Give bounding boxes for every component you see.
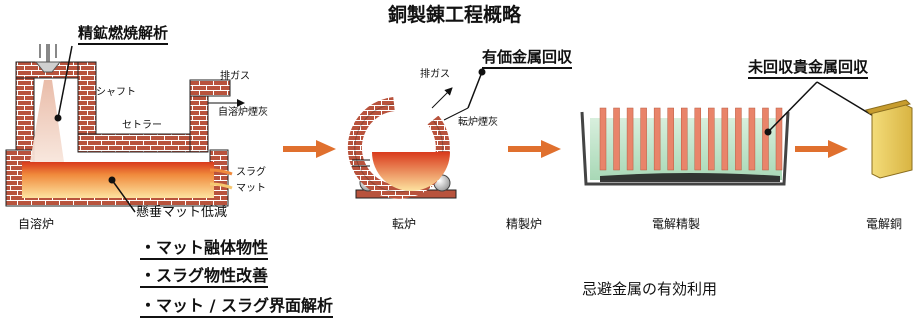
label-matte: マット: [236, 183, 266, 194]
callout-suspended-matte: 懸垂マット低減: [136, 205, 228, 220]
converter-offgas-arrow: [431, 87, 453, 109]
electrolysis-tank: [580, 107, 790, 186]
process-refining: 精製炉: [506, 217, 543, 231]
callout-line-valuable: [467, 71, 483, 109]
callout-dot-valuable: [478, 68, 486, 76]
flow-arrow-3: [795, 140, 848, 158]
callout-precious-metal: 未回収貴金属回収: [748, 60, 869, 79]
electrode-plate: [680, 107, 688, 171]
callout-valuable-metal: 有価金属回収: [482, 50, 573, 69]
callout-dot-smelt: [54, 114, 62, 122]
callout-line-precious-left: [767, 81, 818, 133]
flow-arrows: [283, 140, 848, 158]
callout-line-matte: [111, 179, 136, 213]
label-flue-dust: 自溶炉煙灰: [218, 107, 268, 118]
bullet-slag-properties: ・スラグ物性改善: [140, 268, 269, 288]
anode-slime: [600, 173, 780, 182]
concentrate-plume: [30, 80, 64, 162]
electrode-plate: [708, 107, 715, 171]
label-shaft: シャフト: [96, 87, 136, 98]
burner-nozzle: [34, 61, 62, 73]
cathode-copper: [865, 99, 913, 179]
process-cathode: 電解銅: [866, 217, 903, 231]
burner-pipe: [46, 44, 50, 66]
molten-bath: [22, 162, 214, 198]
electrode-plate: [667, 107, 674, 171]
converter: [347, 87, 469, 199]
flow-arrow-2: [508, 140, 561, 158]
bullet-matte-properties: ・マット融体物性: [140, 240, 269, 260]
label-slag: スラグ: [236, 167, 266, 178]
uptake-top: [189, 79, 231, 97]
electrodes: [599, 107, 783, 171]
electrode-plate: [626, 107, 634, 171]
process-converter: 転炉: [392, 217, 417, 231]
cathode-bar: [865, 99, 911, 115]
callout-dot-precious: [764, 128, 772, 136]
label-converter-offgas: 排ガス: [420, 69, 450, 80]
label-converter-dust: 転炉煙灰: [458, 117, 498, 128]
electrode-plate: [748, 107, 756, 171]
process-electrolysis: 電解精製: [652, 217, 701, 231]
electrode-plate: [721, 107, 729, 171]
electrode-plate: [599, 107, 607, 171]
electrode-plate: [613, 107, 620, 171]
cathode-sheet: [871, 103, 913, 179]
converter-dust-line: [443, 107, 469, 121]
electrode-plate: [775, 107, 783, 171]
flash-furnace: [5, 44, 233, 207]
tank-wall: [580, 111, 790, 186]
label-settler: セトラー: [122, 120, 162, 131]
bullet-interface-analysis: ・マット / スラグ界面解析: [140, 298, 333, 318]
converter-bath: [372, 152, 450, 191]
electrode-plate: [694, 107, 702, 171]
page-title: 銅製錬工程概略: [388, 4, 522, 26]
process-flash-furnace: 自溶炉: [18, 217, 55, 231]
callout-harmful-metal: 忌避金属の有効利用: [582, 280, 718, 298]
electrode-plate: [762, 107, 769, 171]
electrode-plate: [640, 107, 647, 171]
callout-dot-matte: [108, 176, 116, 184]
electrode-plate: [735, 107, 742, 171]
callout-line-smelt: [57, 45, 73, 119]
settler-roof: [77, 133, 209, 153]
callout-smelt: 精鉱燃焼解析: [78, 26, 169, 45]
label-offgas: 排ガス: [220, 71, 250, 82]
electrode-plate: [653, 107, 661, 171]
slag-tap: [209, 168, 233, 176]
matte-tap: [209, 182, 233, 190]
flow-arrow-1: [283, 140, 336, 158]
